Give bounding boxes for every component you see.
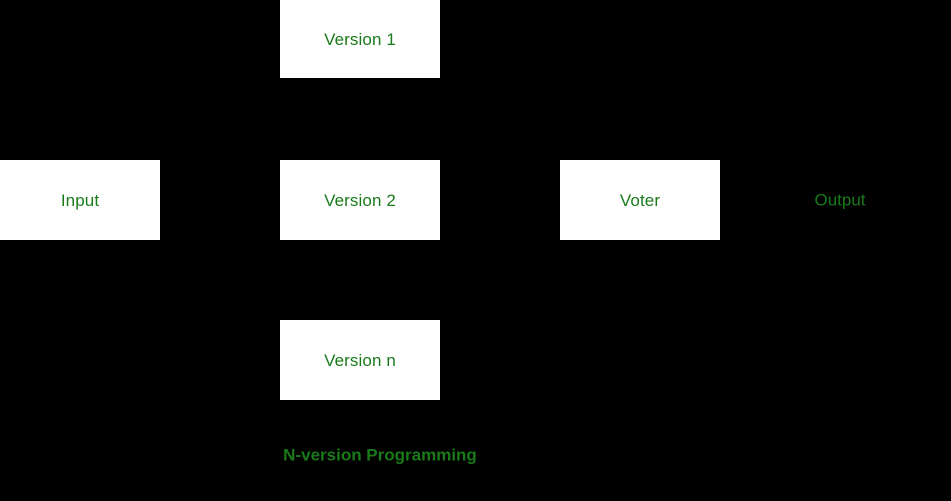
node-version-2-label: Version 2 — [324, 190, 396, 210]
node-version-1[interactable]: Version 1 — [280, 0, 440, 78]
node-input[interactable]: Input — [0, 160, 160, 240]
node-voter[interactable]: Voter — [560, 160, 720, 240]
node-voter-label: Voter — [619, 190, 661, 210]
node-version-1-label: Version 1 — [324, 29, 396, 49]
output-label: Output — [814, 190, 866, 210]
node-input-label: Input — [60, 190, 100, 210]
diagram-caption: N-version Programming — [283, 445, 477, 465]
node-version-n-label: Version n — [324, 350, 396, 370]
node-version-n[interactable]: Version n — [280, 320, 440, 400]
node-version-2[interactable]: Version 2 — [280, 160, 440, 240]
